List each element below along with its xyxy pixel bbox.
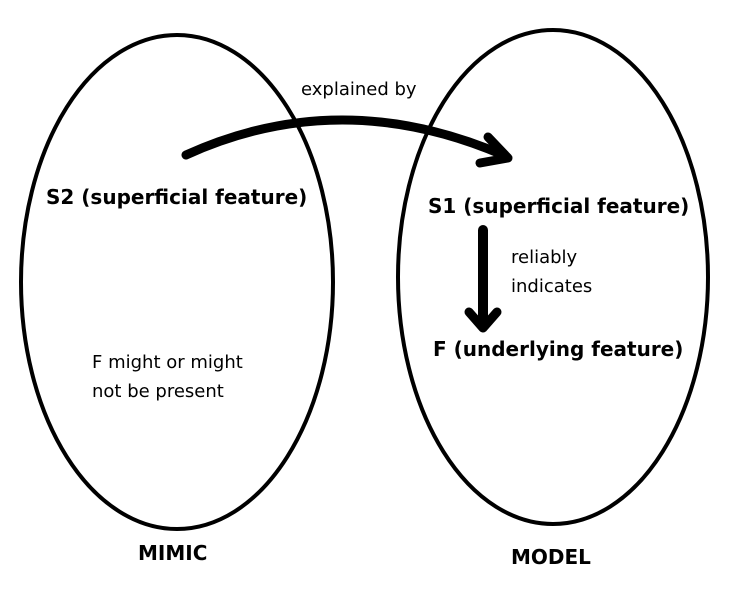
model-feature-s1: S1 (superficial feature) xyxy=(428,194,690,218)
mimic-note: F might or might not be present xyxy=(92,352,243,402)
model-title: MODEL xyxy=(511,545,591,569)
model-feature-f: F (underlying feature) xyxy=(433,337,684,361)
explained-by-label: explained by xyxy=(301,79,417,100)
mimic-ellipse xyxy=(19,33,335,531)
reliably-indicates-label: reliably indicates xyxy=(511,247,593,297)
reliably-indicates-arrowhead xyxy=(464,307,502,333)
mimic-feature-s2: S2 (superficial feature) xyxy=(46,185,308,209)
mimic-title: MIMIC xyxy=(138,541,208,565)
explained-by-arrow-curve xyxy=(181,115,508,160)
model-ellipse xyxy=(396,28,710,526)
explained-by-arrowhead xyxy=(475,132,513,168)
